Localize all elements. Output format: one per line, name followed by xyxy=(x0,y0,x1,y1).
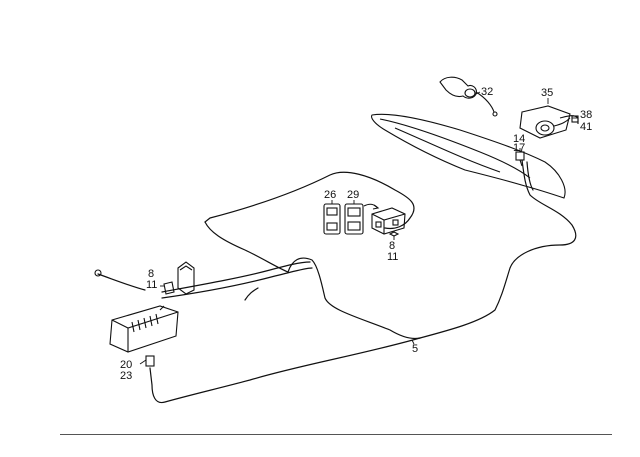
lead-terminal xyxy=(94,269,102,277)
callout-17: 17 xyxy=(513,142,526,154)
main-harness-outer xyxy=(204,171,415,230)
part-26-switch xyxy=(323,203,341,235)
part-20-control-unit xyxy=(109,305,179,353)
part-29-arrow xyxy=(363,203,380,210)
part-23-plug xyxy=(145,355,155,367)
callout-8-center: 8 xyxy=(389,240,396,252)
callout-38: 38 xyxy=(580,109,593,121)
part-8-bracket-left xyxy=(163,261,195,295)
left-branch-bottom xyxy=(161,267,313,299)
callout-41: 41 xyxy=(580,121,593,133)
main-harness-inner xyxy=(204,221,289,273)
lower-harness-run xyxy=(149,337,421,404)
part-8-relay-center xyxy=(371,207,406,237)
callout-35: 35 xyxy=(541,87,554,99)
trunk-harness-right xyxy=(419,159,577,339)
callout-20: 20 xyxy=(120,359,133,371)
callout-11-left: 11 xyxy=(146,279,158,291)
callout-26: 26 xyxy=(324,189,337,201)
callout-29: 29 xyxy=(347,189,360,201)
left-branch-lead xyxy=(97,273,146,291)
callout-32: 32 xyxy=(481,86,494,98)
callout-5: 5 xyxy=(412,343,419,355)
callout-8-left: 8 xyxy=(148,268,155,280)
left-branch-pigtail xyxy=(244,287,259,301)
part-35-pump xyxy=(519,105,579,139)
main-harness-dip xyxy=(287,257,421,340)
bottom-rule xyxy=(60,434,612,435)
leader-lines xyxy=(139,91,578,365)
left-branch-top xyxy=(161,261,311,293)
callout-11-center: 11 xyxy=(387,251,399,263)
callout-23: 23 xyxy=(120,370,133,382)
trunk-lid-outline xyxy=(371,113,566,199)
part-29-switch xyxy=(344,203,364,235)
callout-14: 14 xyxy=(513,133,526,145)
